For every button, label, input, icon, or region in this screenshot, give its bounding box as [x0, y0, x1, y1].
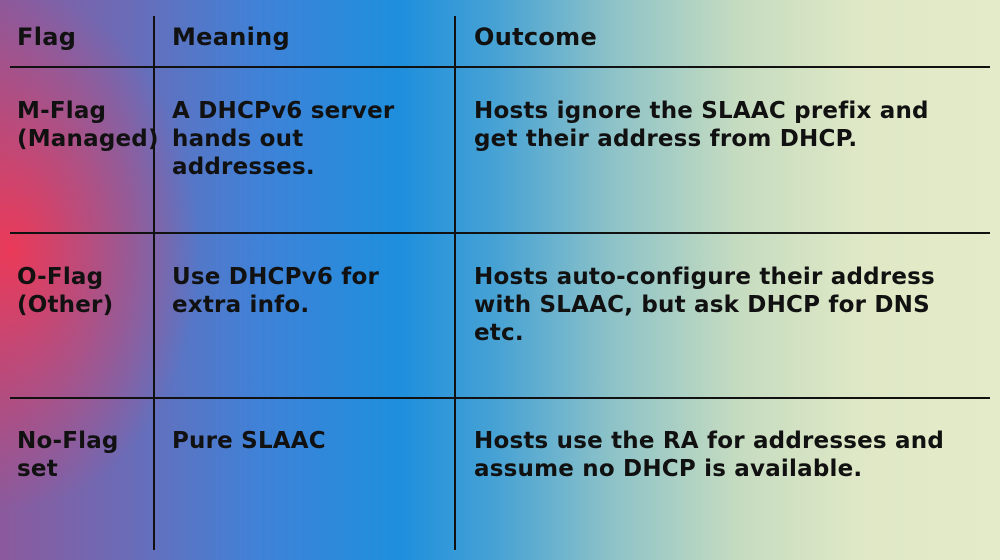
- column-divider-1: [153, 16, 155, 550]
- row-divider-1: [10, 232, 990, 234]
- row-2-meaning: Use DHCPv6 for extra info.: [172, 264, 380, 318]
- header-flag: Flag: [17, 23, 77, 51]
- row-3-outcome: Hosts use the RA for addresses and assum…: [474, 428, 944, 482]
- row-1-meaning: A DHCPv6 server hands out addresses.: [172, 98, 395, 180]
- header-divider: [10, 66, 990, 68]
- row-divider-2: [10, 397, 990, 399]
- header-outcome: Outcome: [474, 23, 598, 51]
- row-1-outcome: Hosts ignore the SLAAC prefix and get th…: [474, 98, 929, 152]
- column-divider-2: [454, 16, 456, 550]
- row-2-flag: O-Flag (Other): [17, 264, 114, 318]
- row-3-flag: No-Flag set: [17, 428, 119, 482]
- row-1-flag: M-Flag (Managed): [17, 98, 159, 152]
- row-3-meaning: Pure SLAAC: [172, 428, 326, 454]
- row-2-outcome: Hosts auto-configure their address with …: [474, 264, 935, 346]
- header-meaning: Meaning: [172, 23, 291, 51]
